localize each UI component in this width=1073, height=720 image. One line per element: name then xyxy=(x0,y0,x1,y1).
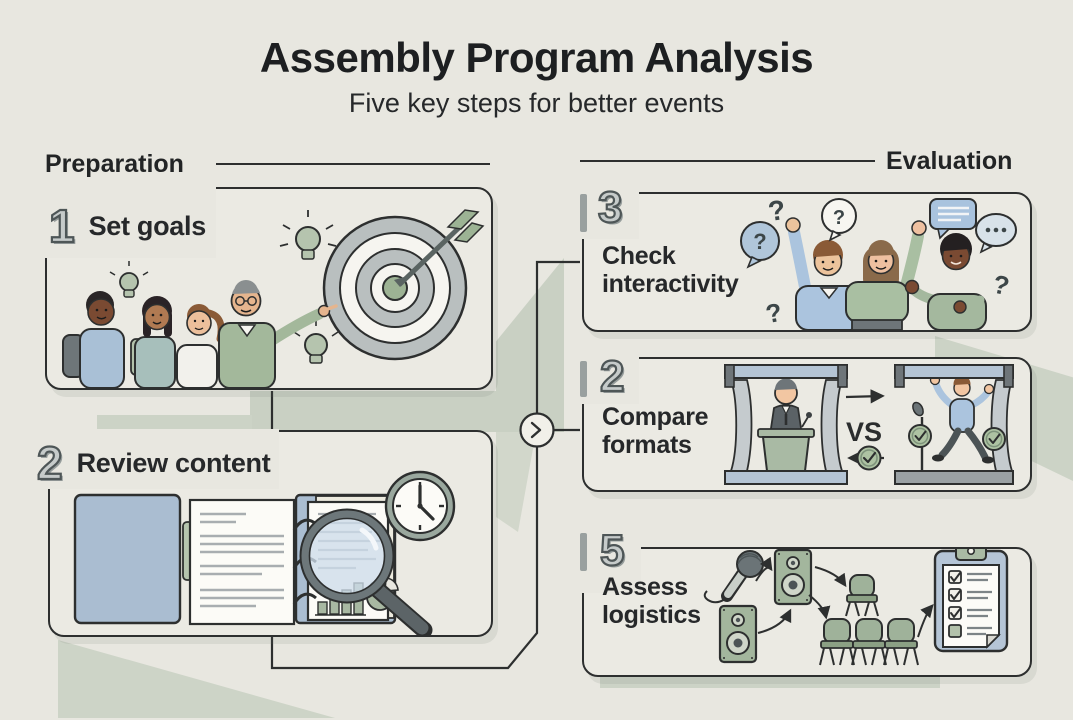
step-accent-bar xyxy=(580,533,587,571)
vs-label: VS xyxy=(846,417,882,447)
compare-formats-illustration: VS xyxy=(724,364,1014,485)
section-label-evaluation: Evaluation xyxy=(886,147,1013,175)
border-cutout xyxy=(44,186,216,258)
arrow-icon xyxy=(845,389,885,404)
step-label: Set goals xyxy=(88,210,207,241)
flow-arrow-icon xyxy=(755,556,934,638)
border-cutout xyxy=(47,429,279,489)
speech-bubble-icon xyxy=(929,198,977,240)
bg-shape-bottom-left xyxy=(58,640,335,718)
step-number: 2 xyxy=(599,352,626,401)
speaker-icon xyxy=(773,549,813,606)
border-cutout xyxy=(581,529,641,593)
target-arrow-icon xyxy=(322,209,485,361)
section-label-preparation: Preparation xyxy=(45,150,184,178)
step-number: 3 xyxy=(597,183,624,232)
panel-compare-formats: VS xyxy=(580,352,1032,492)
panel-review-content: 2 Review content xyxy=(36,429,493,637)
page-subtitle: Five key steps for better events xyxy=(348,88,725,118)
microphone-icon xyxy=(703,550,764,604)
svg-text:?: ? xyxy=(990,269,1012,302)
chair-icon xyxy=(845,574,879,617)
clock-icon xyxy=(384,470,456,542)
step-label: Review content xyxy=(76,447,271,478)
svg-text:?: ? xyxy=(753,229,766,254)
page-title: Assembly Program Analysis xyxy=(259,34,814,81)
step-label: Check interactivity xyxy=(602,242,739,298)
step-accent-bar xyxy=(580,194,587,232)
step-number: 5 xyxy=(599,526,626,575)
panel-set-goals: 1 Set goals xyxy=(44,186,493,390)
step-number: 2 xyxy=(36,437,64,489)
border-cutout xyxy=(581,356,639,404)
bg-shape-band-ext xyxy=(97,415,252,432)
svg-text:?: ? xyxy=(766,194,787,227)
evaluation-divider-line xyxy=(580,160,875,162)
step-number: 1 xyxy=(48,200,76,252)
assess-logistics-illustration xyxy=(703,549,1009,666)
panel-check-interactivity: ? ? ? ? ? 3 Che xyxy=(580,184,1032,332)
chair-row-icon xyxy=(819,618,919,666)
check-interactivity-illustration: ? ? ? ? ? xyxy=(740,194,1017,330)
check-badge-icon xyxy=(908,424,932,448)
audience-raised-hands-icon xyxy=(785,217,987,330)
check-badge-icon xyxy=(982,427,1006,451)
svg-text:?: ? xyxy=(763,297,784,329)
lightbulb-icon xyxy=(279,210,337,260)
students-group-icon xyxy=(62,291,225,388)
lightbulb-icon xyxy=(109,261,149,298)
bg-shape-mid-band xyxy=(250,391,563,432)
step-accent-bar xyxy=(580,361,587,397)
preparation-divider-line xyxy=(216,163,490,165)
bg-shape-mid-taper xyxy=(496,432,536,532)
question-mark-icon: ? ? ? xyxy=(763,194,1012,329)
step-label: Assess logistics xyxy=(602,573,701,629)
panel-assess-logistics: 5 Assess logistics xyxy=(580,527,1032,677)
speaker-icon xyxy=(718,604,758,664)
casual-stage-icon xyxy=(894,364,1014,485)
border-cutout xyxy=(581,189,639,239)
check-arrow-icon xyxy=(847,445,884,471)
question-bubble-icon: ? xyxy=(740,221,780,269)
question-bubble-icon: ? xyxy=(821,198,857,242)
svg-text:?: ? xyxy=(833,207,845,229)
step-label: Compare formats xyxy=(602,403,709,459)
checklist-clipboard-icon xyxy=(933,549,1009,653)
podium-stage-icon xyxy=(724,364,848,485)
ellipsis-bubble-icon xyxy=(975,213,1017,254)
